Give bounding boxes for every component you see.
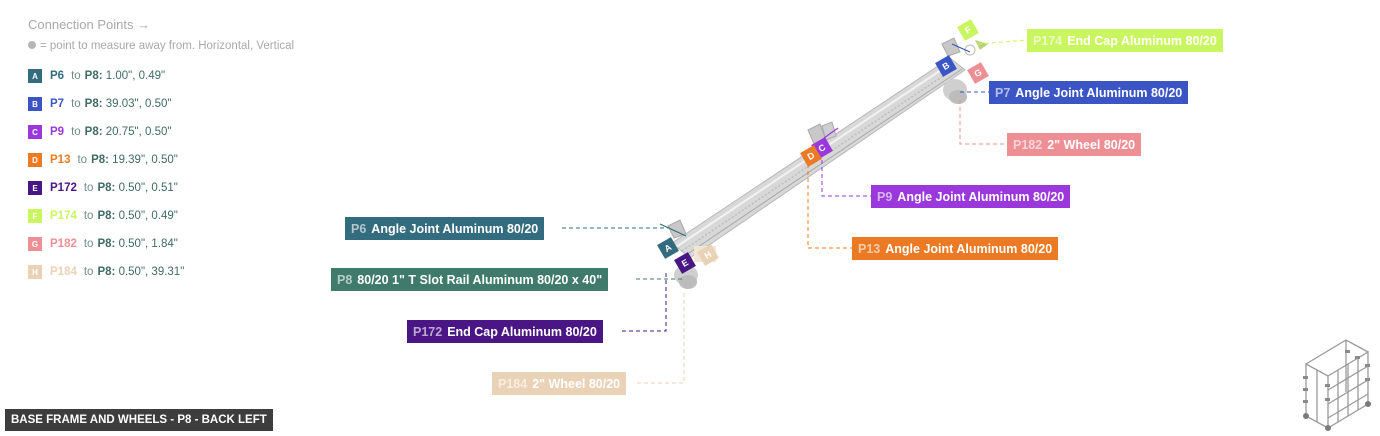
letter-badge: C (28, 125, 42, 139)
dot-icon (28, 41, 36, 49)
callout-p174[interactable]: P174 End Cap Aluminum 80/20 (1027, 29, 1223, 52)
leader-lines (562, 39, 1028, 384)
part-id: P6 (50, 70, 65, 82)
callout-part-id: P13 (858, 241, 881, 256)
assembly-thumbnail-icon[interactable] (1300, 320, 1374, 432)
leader-p182 (959, 100, 1007, 145)
target-part: P8: (84, 70, 103, 82)
leader-p13 (807, 164, 852, 249)
callout-p6[interactable]: P6 Angle Joint Aluminum 80/20 (345, 217, 545, 240)
leader-p172 (622, 270, 667, 332)
legend-row-b[interactable]: B P7 to P8: 39.03", 0.50" (28, 90, 348, 118)
offset-value: 20.75", 0.50" (105, 126, 172, 138)
part-id: P13 (50, 154, 71, 166)
callout-p182[interactable]: P182 2" Wheel 80/20 (1007, 133, 1142, 156)
target-part: P8: (97, 238, 116, 250)
to-label: to (71, 98, 81, 110)
to-label: to (83, 210, 94, 222)
part-id: P172 (50, 182, 77, 194)
marker-f[interactable]: F (957, 19, 979, 41)
part-id: P7 (50, 98, 65, 110)
legend-row-a[interactable]: A P6 to P8: 1.00", 0.49" (28, 62, 348, 90)
callout-p7[interactable]: P7 Angle Joint Aluminum 80/20 (989, 81, 1189, 104)
offset-value: 1.00", 0.49" (105, 70, 166, 82)
letter-badge: A (28, 69, 42, 83)
connection-points-legend: Connection Points → = point to measure a… (28, 17, 348, 286)
offset-value: 0.50", 39.31" (118, 266, 185, 278)
legend-row-h[interactable]: H P184 to P8: 0.50", 39.31" (28, 258, 348, 286)
legend-rows: A P6 to P8: 1.00", 0.49" B P7 to P8: 39.… (28, 62, 348, 286)
callout-part-name: 80/20 1" T Slot Rail Aluminum 80/20 x 40… (357, 272, 603, 287)
legend-row-c[interactable]: C P9 to P8: 20.75", 0.50" (28, 118, 348, 146)
callout-part-id: P184 (498, 376, 528, 391)
callout-part-name: Angle Joint Aluminum 80/20 (1015, 85, 1183, 100)
arrow-b (951, 43, 971, 53)
legend-note: = point to measure away from. Horizontal… (28, 40, 348, 56)
callout-part-id: P172 (413, 324, 443, 339)
callout-p8[interactable]: P8 80/20 1" T Slot Rail Aluminum 80/20 x … (331, 268, 609, 291)
offset-value: 39.03", 0.50" (105, 98, 172, 110)
offset-value: 0.50", 0.51" (118, 182, 178, 194)
to-label: to (83, 182, 94, 194)
target-part: P8: (84, 126, 103, 138)
target-part: P8: (84, 98, 103, 110)
letter-badge: F (28, 209, 42, 223)
callout-p9[interactable]: P9 Angle Joint Aluminum 80/20 (871, 185, 1071, 208)
callout-part-name: End Cap Aluminum 80/20 (447, 324, 597, 339)
letter-badge: E (28, 181, 42, 195)
legend-row-g[interactable]: G P182 to P8: 0.50", 1.84" (28, 230, 348, 258)
legend-row-e[interactable]: E P172 to P8: 0.50", 0.51" (28, 174, 348, 202)
marker-g[interactable]: G (967, 62, 989, 84)
callout-p184[interactable]: P184 2" Wheel 80/20 (492, 372, 627, 395)
callout-part-name: 2" Wheel 80/20 (532, 376, 621, 391)
view-caption: BASE FRAME AND WHEELS - P8 - BACK LEFT (5, 409, 273, 431)
marker-e[interactable]: E (674, 252, 696, 274)
target-part: P8: (97, 266, 116, 278)
legend-row-d[interactable]: D P13 to P8: 19.39", 0.50" (28, 146, 348, 174)
leader-p9 (821, 160, 871, 197)
callout-part-name: Angle Joint Aluminum 80/20 (897, 189, 1065, 204)
callout-part-id: P9 (877, 189, 893, 204)
part-id: P182 (50, 238, 77, 250)
callout-part-name: Angle Joint Aluminum 80/20 (371, 221, 539, 236)
leader-p184 (637, 290, 685, 384)
to-label: to (71, 70, 81, 82)
callout-part-id: P6 (351, 221, 367, 236)
offset-value: 19.39", 0.50" (112, 154, 178, 166)
marker-b[interactable]: B (935, 55, 957, 77)
callout-part-name: 2" Wheel 80/20 (1047, 137, 1136, 152)
leader-p174 (977, 39, 1028, 45)
to-label: to (71, 126, 81, 138)
marker-h[interactable]: H (697, 244, 719, 266)
marker-a[interactable]: A (657, 237, 679, 259)
letter-badge: D (28, 153, 42, 167)
legend-row-f[interactable]: F P174 to P8: 0.50", 0.49" (28, 202, 348, 230)
offset-value: 0.50", 0.49" (118, 210, 178, 222)
arrow-a (659, 223, 687, 237)
target-part: P8: (97, 210, 116, 222)
callout-part-name: End Cap Aluminum 80/20 (1067, 33, 1217, 48)
callout-part-id: P182 (1013, 137, 1043, 152)
callout-part-id: P8 (337, 272, 353, 287)
part-id: P174 (50, 210, 77, 222)
to-label: to (83, 238, 94, 250)
legend-title[interactable]: Connection Points → (28, 17, 151, 32)
callout-p13[interactable]: P13 Angle Joint Aluminum 80/20 (852, 237, 1059, 260)
letter-badge: G (28, 237, 42, 251)
to-label: to (83, 266, 94, 278)
offset-value: 0.50", 1.84" (118, 238, 178, 250)
letter-badge: H (28, 265, 42, 279)
legend-note-text: = point to measure away from. Horizontal… (40, 40, 295, 52)
part-id: P184 (50, 266, 77, 278)
callout-part-id: P174 (1033, 33, 1063, 48)
to-label: to (77, 154, 88, 166)
letter-badge: B (28, 97, 42, 111)
callout-part-id: P7 (995, 85, 1011, 100)
arrow-c (823, 127, 839, 139)
callout-p172[interactable]: P172 End Cap Aluminum 80/20 (407, 320, 603, 343)
part-id: P9 (50, 126, 65, 138)
target-part: P8: (91, 154, 109, 166)
target-part: P8: (97, 182, 116, 194)
callout-part-name: Angle Joint Aluminum 80/20 (885, 241, 1053, 256)
